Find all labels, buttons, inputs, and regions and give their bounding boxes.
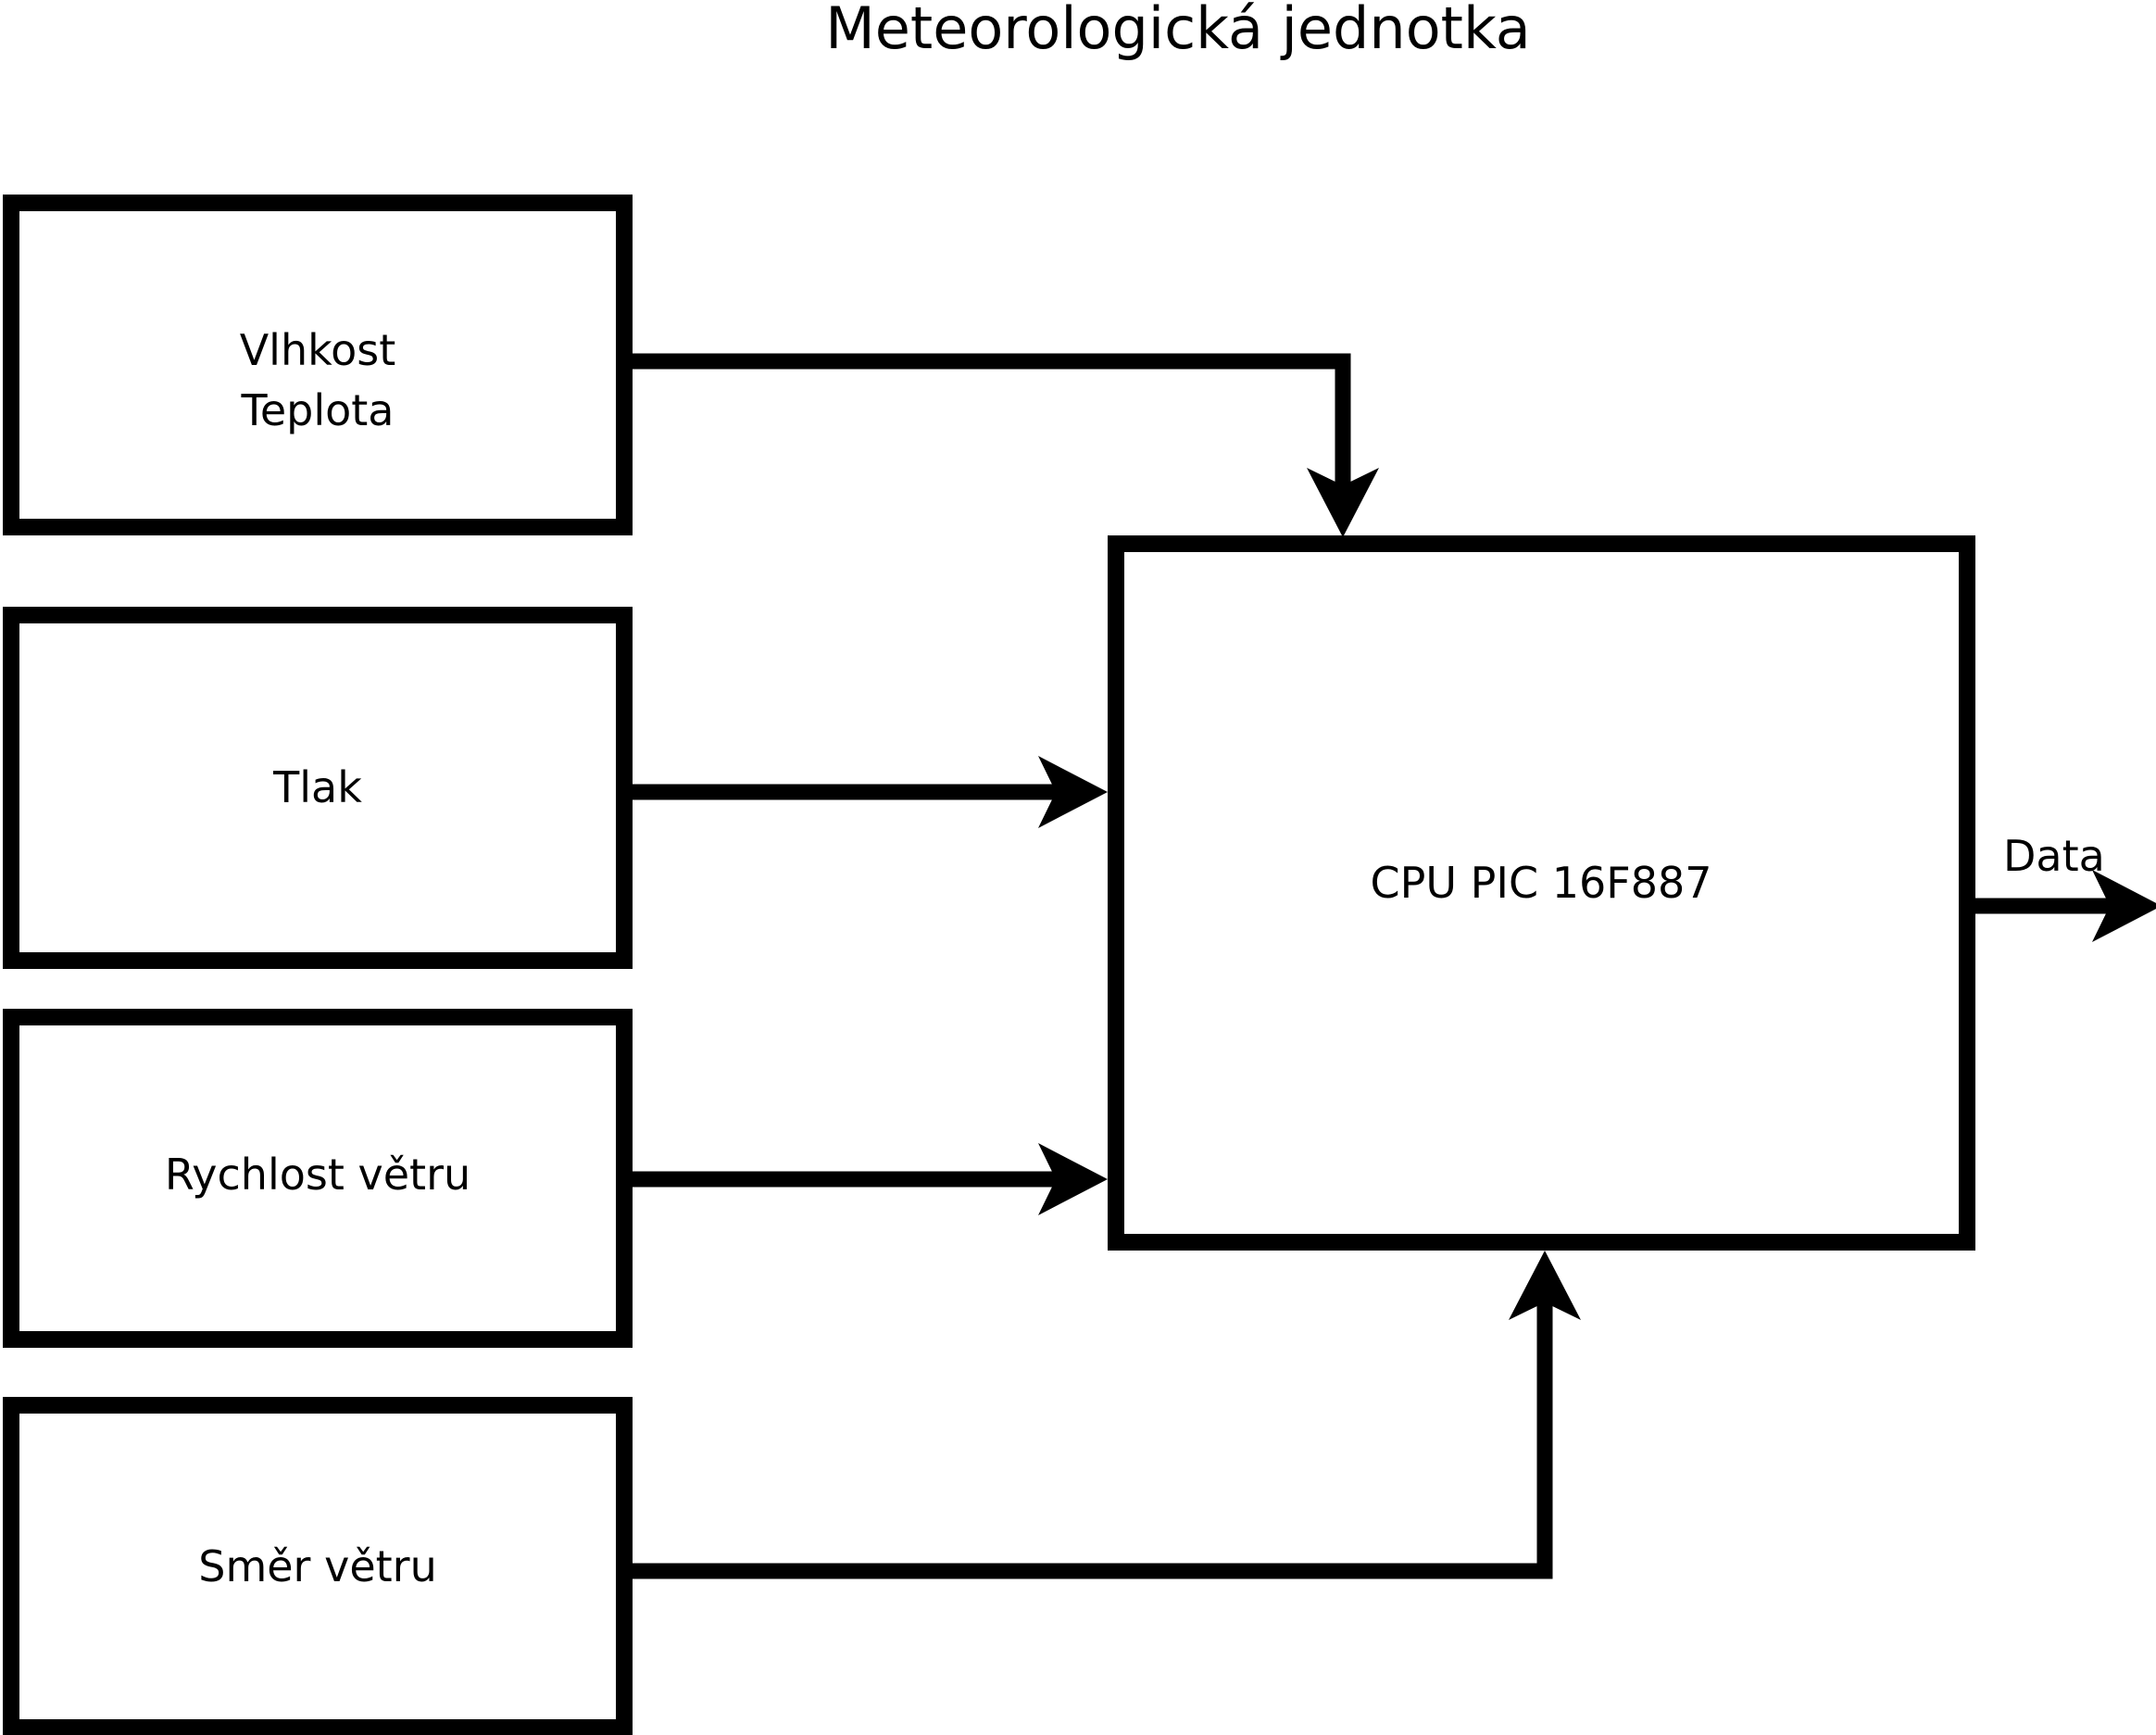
node-pressure-outline [3, 607, 633, 969]
node-humidity-temperature[interactable]: Vlhkost Teplota [3, 195, 633, 535]
edge-cpu-to-data [1967, 870, 2156, 942]
edge-wind-direction-to-cpu-line [624, 1292, 1553, 1579]
edge-pressure-to-cpu [624, 756, 1108, 828]
node-humidity-temperature-outline [3, 195, 633, 535]
arrow-right-icon [2092, 870, 2156, 942]
node-cpu[interactable]: CPU PIC 16F887 [1108, 535, 1975, 1251]
node-humidity-temperature-label-line1: Vlhkost [240, 325, 396, 375]
node-humidity-temperature-label-line2: Teplota [241, 385, 395, 435]
node-cpu-label: CPU PIC 16F887 [1371, 858, 1712, 908]
edge-humidity-to-cpu-line [624, 353, 1351, 495]
arrow-right-icon [1038, 756, 1108, 828]
edge-wind-direction-to-cpu [624, 1251, 1581, 1579]
arrow-up-icon [1509, 1251, 1581, 1320]
arrow-down-icon [1307, 468, 1379, 537]
node-wind-speed[interactable]: Rychlost větru [3, 1009, 633, 1348]
node-pressure[interactable]: Tlak [3, 607, 633, 969]
node-wind-direction-outline [3, 1397, 633, 1735]
node-wind-speed-outline [3, 1009, 633, 1348]
node-wind-direction-label: Směr větru [198, 1541, 436, 1591]
node-wind-speed-label: Rychlost větru [165, 1150, 470, 1200]
node-cpu-outline [1108, 535, 1975, 1251]
edge-humidity-to-cpu [624, 353, 1379, 537]
diagram-title: Meteorologická jednotka [825, 0, 1531, 62]
output-data-label: Data [2003, 831, 2105, 881]
arrow-right-icon [1038, 1143, 1108, 1215]
node-pressure-label: Tlak [272, 762, 362, 812]
edge-wind-speed-to-cpu [624, 1143, 1108, 1215]
node-wind-direction[interactable]: Směr větru [3, 1397, 633, 1735]
